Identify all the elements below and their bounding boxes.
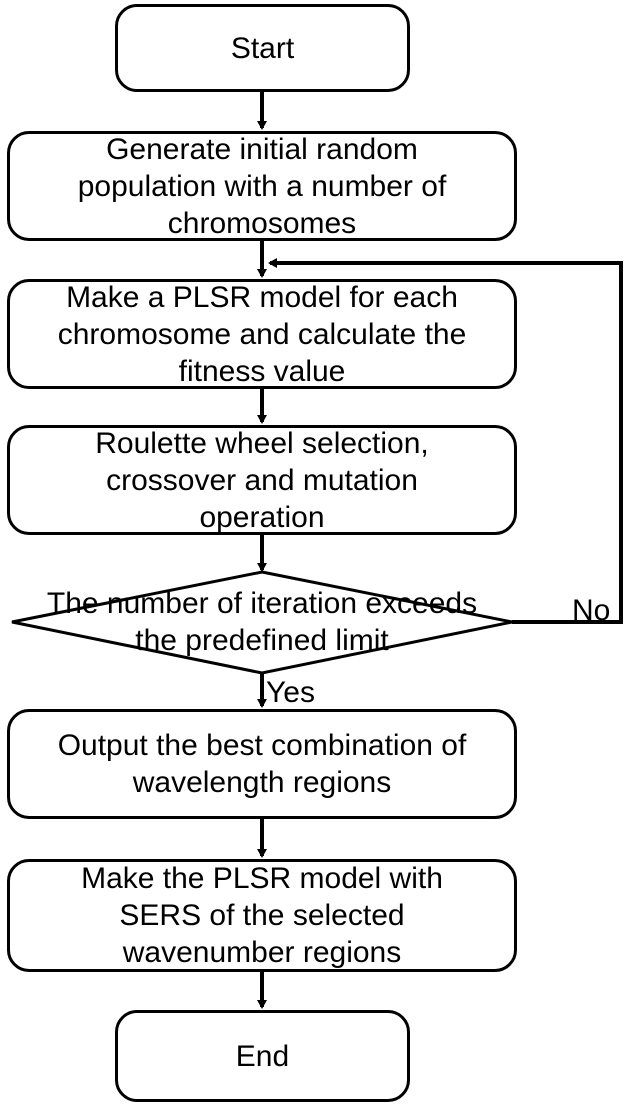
end-label: End <box>235 1039 290 1073</box>
step-generate-population: Generate initial random population with … <box>7 131 517 241</box>
step-build-plsr-model: Make a PLSR model for each chromosome an… <box>7 279 517 389</box>
decision-label: The number of iteration exceeds the pred… <box>46 587 478 657</box>
step-output-best-combination: Output the best combination of wavelengt… <box>7 709 517 819</box>
yes-label: Yes <box>266 676 315 709</box>
step-generate-population-label: Generate initial random population with … <box>77 132 447 240</box>
step-selection-crossover-mutation: Roulette wheel selection, crossover and … <box>7 425 517 535</box>
step-final-plsr-model-label: Make the PLSR model with SERS of the sel… <box>81 862 443 969</box>
no-label: No <box>572 594 611 627</box>
step-output-best-combination-label: Output the best combination of wavelengt… <box>57 729 467 799</box>
end-node: End <box>115 1010 410 1102</box>
step-selection-crossover-mutation-label: Roulette wheel selection, crossover and … <box>95 426 429 534</box>
loop-back-arrow <box>268 258 623 624</box>
decision-diamond <box>11 570 513 675</box>
start-node: Start <box>115 4 410 92</box>
step-final-plsr-model: Make the PLSR model with SERS of the sel… <box>7 859 517 972</box>
step-build-plsr-model-label: Make a PLSR model for each chromosome an… <box>57 280 467 388</box>
start-label: Start <box>230 31 295 65</box>
